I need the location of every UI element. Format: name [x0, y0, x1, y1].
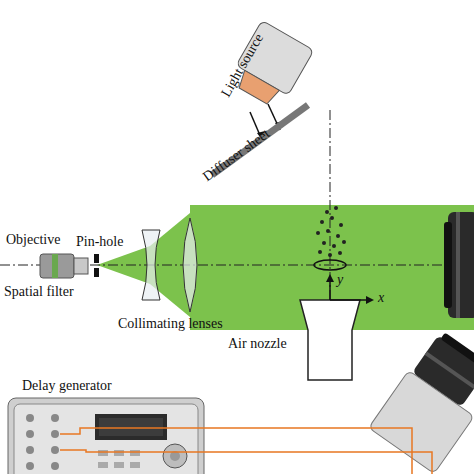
- pinhole-plate: [94, 268, 99, 277]
- air-nozzle: [300, 300, 360, 380]
- pinhole-plate: [94, 254, 99, 263]
- concave-lens: [142, 230, 160, 300]
- axis-label: x: [378, 290, 384, 305]
- objective-band: [52, 254, 58, 278]
- component-label: Objective: [6, 232, 60, 247]
- component-label: Pin-hole: [76, 234, 123, 249]
- ring: [314, 260, 346, 270]
- trigger-wire: [60, 450, 432, 474]
- component-label: Delay generator: [22, 378, 112, 393]
- convex-lens: [183, 218, 197, 312]
- x-axis: [330, 299, 368, 301]
- component-label: Diffuser sheet: [200, 126, 273, 185]
- component-label: Collimating lenses: [118, 316, 223, 331]
- component-label: Air nozzle: [228, 336, 287, 351]
- y-axis: [329, 280, 331, 300]
- axis-label: y: [337, 272, 343, 287]
- droplets: [316, 206, 346, 257]
- delay-generator: [8, 398, 204, 474]
- trigger-wire: [60, 428, 412, 474]
- vertical-axis: [330, 110, 331, 300]
- objective-tip: [74, 258, 88, 274]
- camera-front: [444, 212, 474, 318]
- component-label: Spatial filter: [4, 284, 74, 299]
- objective-body: [40, 254, 74, 278]
